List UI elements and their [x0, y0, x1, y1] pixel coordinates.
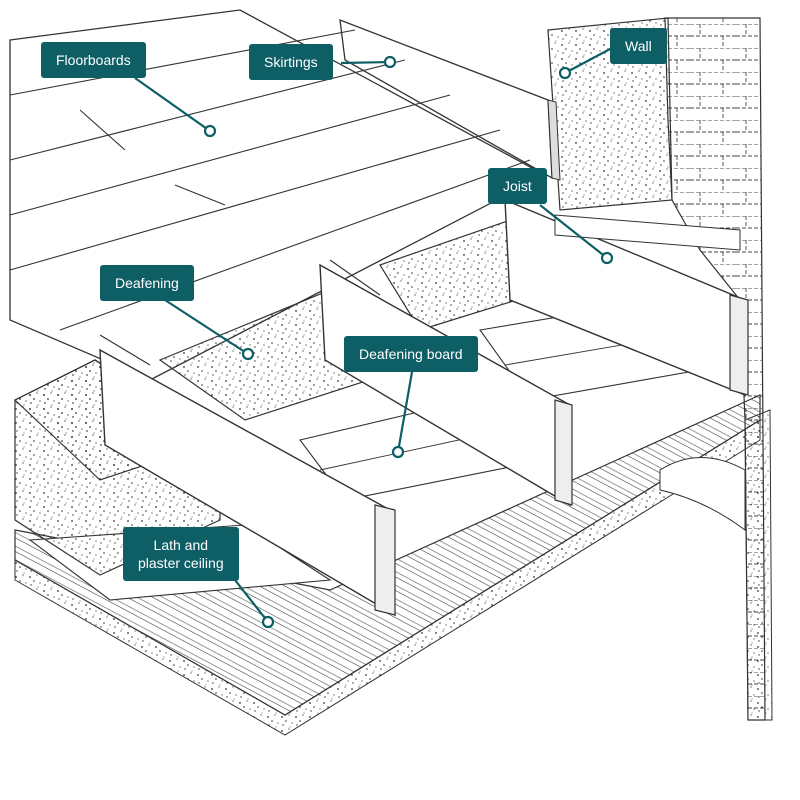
deafening-board-label-text: Deafening board [359, 346, 463, 362]
leader-dots [203, 55, 614, 629]
floorboards-label: Floorboards [41, 42, 146, 78]
floorboards-label-text: Floorboards [56, 52, 131, 68]
deafening-label: Deafening [100, 265, 194, 301]
wall-label-text: Wall [625, 38, 652, 54]
joist-label: Joist [488, 168, 547, 204]
deafening-label-text: Deafening [115, 275, 179, 291]
ceiling-label: Lath and plaster ceiling [123, 527, 239, 581]
skirtings-label-text: Skirtings [264, 54, 318, 70]
ceiling-label-line1: Lath and [153, 537, 209, 553]
skirtings-label: Skirtings [249, 44, 333, 80]
wall-label: Wall [610, 28, 667, 64]
ceiling-label-line2: plaster ceiling [138, 555, 224, 571]
ceiling-drawing [14, 394, 761, 736]
deafening-board-label: Deafening board [344, 336, 478, 372]
leader-lines [134, 47, 613, 623]
joist-label-text: Joist [503, 178, 532, 194]
joists-drawing [99, 198, 749, 617]
